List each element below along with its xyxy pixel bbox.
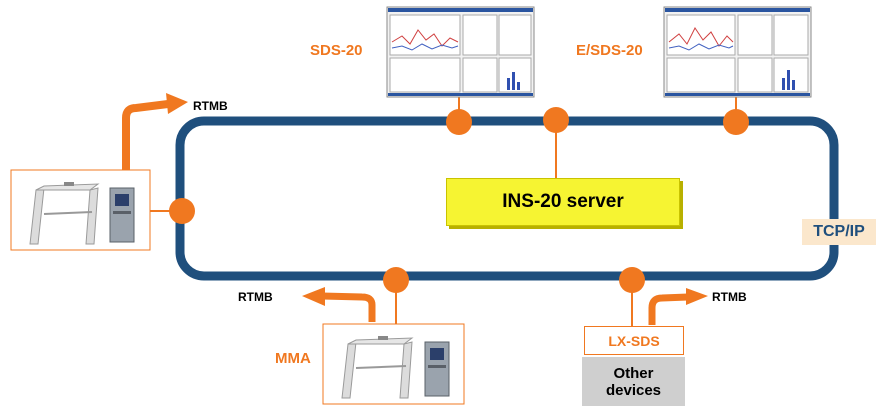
esds-label: E/SDS-20 <box>576 42 643 59</box>
node-lxsds <box>619 267 645 293</box>
other-devices-box: Other devices <box>582 357 685 406</box>
lxsds-box: LX-SDS <box>584 326 684 355</box>
tcpip-label: TCP/IP <box>813 223 865 240</box>
walkthrough-detector-left <box>10 169 151 251</box>
lxsds-label: LX-SDS <box>608 332 660 349</box>
rtmb-arrow-bottom-right <box>648 293 689 325</box>
arrow-head-top-left <box>166 93 188 114</box>
rtmb-arrow-bottom-left <box>321 292 376 322</box>
tcpip-badge: TCP/IP <box>802 219 876 245</box>
ins20-server: INS-20 server <box>446 178 680 226</box>
rtmb-label-bottom-right: RTMB <box>712 290 747 304</box>
other-devices-line1: Other <box>613 364 654 382</box>
sds-label: SDS-20 <box>310 42 363 59</box>
esds-screen-thumbnail <box>663 6 812 98</box>
node-sds <box>446 109 472 135</box>
sds-screen-thumbnail <box>386 6 535 98</box>
rtmb-label-bottom-left: RTMB <box>238 290 273 304</box>
rtmb-label-top-left: RTMB <box>193 99 228 113</box>
node-server <box>543 107 569 133</box>
mma-label: MMA <box>275 350 311 367</box>
rtmb-arrow-top-left <box>122 100 169 170</box>
other-devices-line2: devices <box>605 381 662 399</box>
arrow-head-bottom-right <box>686 288 708 305</box>
server-label: INS-20 server <box>502 191 624 212</box>
walkthrough-detector-mma <box>322 323 465 405</box>
node-left-device <box>169 198 195 224</box>
node-mma <box>383 267 409 293</box>
arrow-head-bottom-left <box>302 287 325 306</box>
node-esds <box>723 109 749 135</box>
